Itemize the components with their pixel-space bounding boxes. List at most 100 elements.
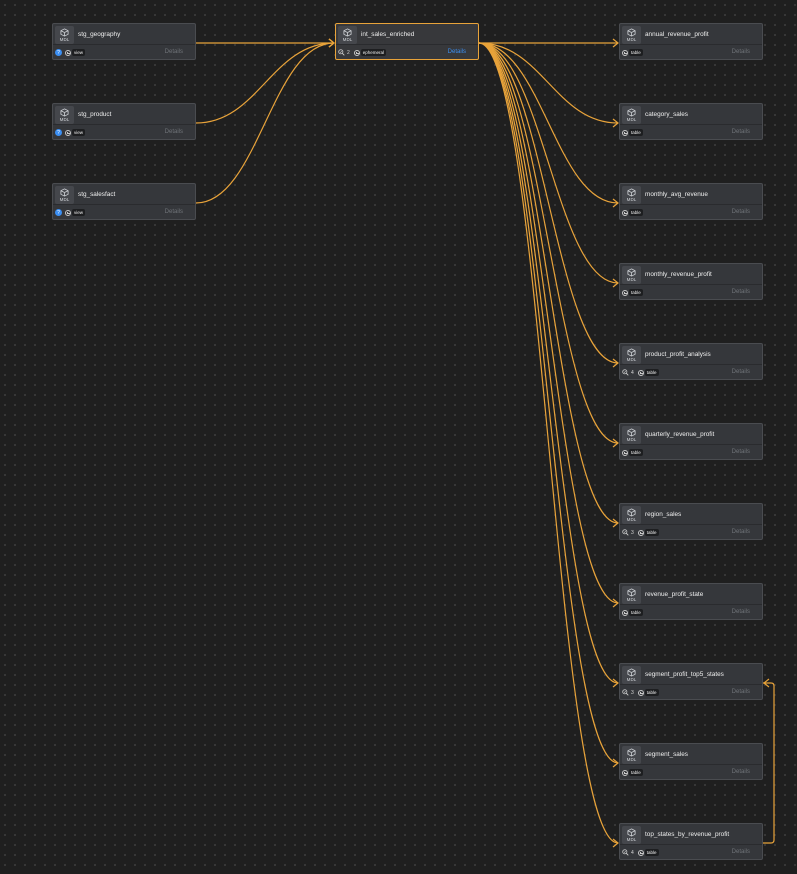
edge-int_sales_enriched-top_states_by_revenue_profit — [478, 42, 619, 844]
mdl-label: MDL — [626, 516, 637, 522]
search-icon — [622, 529, 629, 536]
cube-icon: MDL — [622, 25, 641, 44]
details-link[interactable]: Details — [447, 49, 466, 55]
tests-count[interactable]: 4 — [622, 849, 634, 856]
materialization-badge: view — [65, 209, 86, 216]
arrow-head — [612, 838, 619, 848]
details-link[interactable]: Details — [731, 689, 750, 695]
materialization-badge: table — [637, 689, 659, 696]
node-name: int_sales_enriched — [361, 30, 415, 38]
materialization-label: view — [72, 129, 86, 136]
cube-icon: MDL — [622, 425, 641, 444]
arrow-head — [328, 38, 335, 48]
check-circle-icon — [622, 49, 628, 56]
materialization-badge: table — [637, 849, 659, 856]
tests-count[interactable]: 4 — [622, 369, 634, 376]
details-link[interactable]: Details — [731, 129, 750, 135]
node-footer: table Details — [620, 605, 762, 619]
details-link[interactable]: Details — [731, 609, 750, 615]
details-link[interactable]: Details — [731, 209, 750, 215]
details-link[interactable]: Details — [731, 369, 750, 375]
arrow-head — [612, 278, 619, 288]
model-node-stg_geography[interactable]: MDL stg_geography? view Details — [52, 23, 196, 60]
question-icon[interactable]: ? — [55, 209, 62, 216]
tests-count[interactable]: 2 — [338, 49, 350, 56]
materialization-label: table — [644, 689, 659, 696]
question-icon[interactable]: ? — [55, 129, 62, 136]
details-link[interactable]: Details — [731, 769, 750, 775]
materialization-badge: table — [622, 769, 643, 776]
materialization-badge: table — [622, 289, 643, 296]
edge-stg_product-int_sales_enriched — [195, 42, 335, 124]
question-icon[interactable]: ? — [55, 49, 62, 56]
arrow-head — [612, 198, 619, 208]
edge-int_sales_enriched-revenue_profit_state — [478, 42, 619, 604]
check-circle-icon — [622, 289, 628, 296]
search-icon — [338, 49, 345, 56]
node-name: segment_profit_top5_states — [645, 670, 724, 678]
check-circle-icon — [622, 769, 628, 776]
arrow-head — [612, 118, 619, 128]
search-icon — [622, 369, 629, 376]
check-circle-icon — [637, 689, 644, 696]
node-footer: ? view Details — [53, 45, 195, 59]
node-name: region_sales — [645, 510, 682, 518]
node-footer: table Details — [620, 765, 762, 779]
node-header: MDL segment_sales — [620, 744, 762, 765]
materialization-badge: table — [622, 609, 643, 616]
cube-icon: MDL — [55, 25, 74, 44]
details-link[interactable]: Details — [731, 529, 750, 535]
arrow-head — [328, 38, 335, 48]
materialization-label: view — [72, 49, 86, 56]
cube-icon: MDL — [622, 505, 641, 524]
tests-count[interactable]: 3 — [622, 689, 634, 696]
node-name: stg_geography — [78, 30, 121, 38]
tests-count-value: 4 — [631, 849, 634, 856]
cube-icon: MDL — [622, 745, 641, 764]
tests-count[interactable]: 3 — [622, 529, 634, 536]
details-link[interactable]: Details — [731, 289, 750, 295]
mdl-label: MDL — [59, 116, 70, 122]
details-link[interactable]: Details — [164, 129, 183, 135]
details-link[interactable]: Details — [731, 849, 750, 855]
check-circle-icon — [622, 609, 628, 616]
node-footer: table Details — [620, 45, 762, 59]
tests-count-value: 3 — [631, 529, 634, 536]
edge-int_sales_enriched-quarterly_revenue_profit — [478, 42, 619, 444]
materialization-badge: table — [637, 369, 659, 376]
node-name: top_states_by_revenue_profit — [645, 830, 730, 838]
mdl-label: MDL — [626, 836, 637, 842]
materialization-label: table — [644, 369, 659, 376]
details-link[interactable]: Details — [731, 449, 750, 455]
check-circle-icon — [65, 209, 71, 216]
details-link[interactable]: Details — [731, 49, 750, 55]
edge-int_sales_enriched-category_sales — [478, 42, 619, 124]
cube-icon: MDL — [338, 25, 357, 44]
arrow-head — [612, 678, 619, 688]
node-name: segment_sales — [645, 750, 688, 758]
details-link[interactable]: Details — [164, 209, 183, 215]
edge-int_sales_enriched-monthly_avg_revenue — [478, 42, 619, 204]
mdl-label: MDL — [59, 196, 70, 202]
details-link[interactable]: Details — [164, 49, 183, 55]
materialization-badge: table — [622, 49, 643, 56]
